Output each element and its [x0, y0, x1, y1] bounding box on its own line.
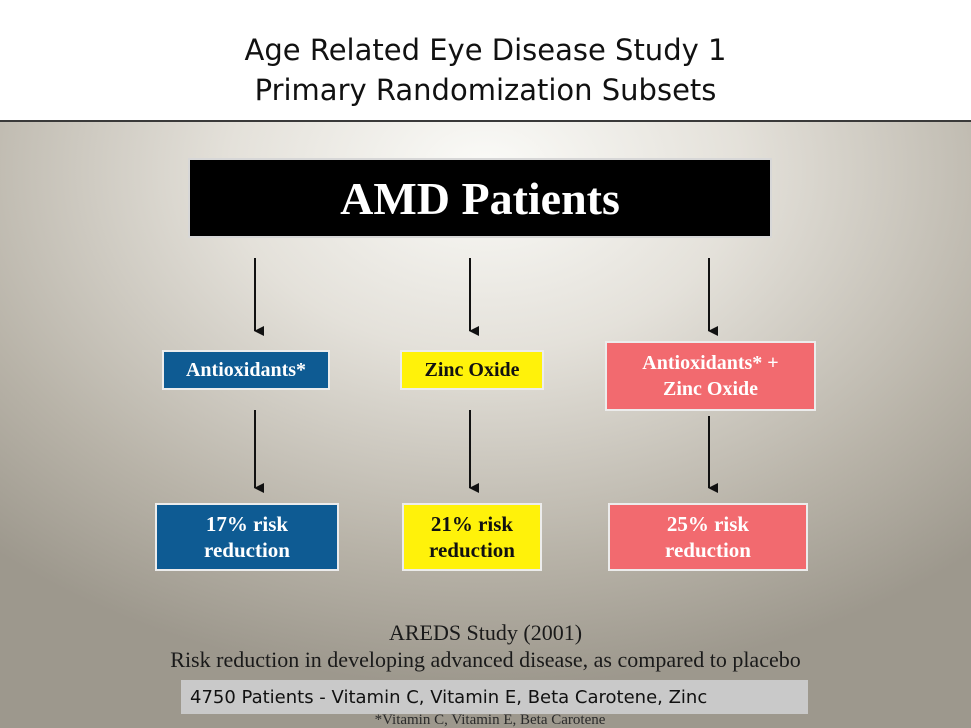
title-divider — [0, 120, 971, 122]
result-combo-label: 25% risk reduction — [665, 512, 751, 562]
slide-title-line1: Age Related Eye Disease Study 1 — [244, 33, 727, 67]
result-antioxidants-label: 17% risk reduction — [204, 512, 290, 562]
caption-study: AREDS Study (2001) — [388, 620, 583, 645]
result-combo: 25% risk reduction — [608, 503, 808, 571]
treatment-zinc-oxide-label: Zinc Oxide — [424, 358, 520, 381]
treatment-zinc-oxide: Zinc Oxide — [400, 350, 544, 390]
result-antioxidants: 17% risk reduction — [155, 503, 339, 571]
root-node-amd-patients: AMD Patients — [188, 158, 772, 238]
result-zinc-label: 21% risk reduction — [429, 512, 515, 562]
treatment-antioxidants-plus-zinc: Antioxidants* + Zinc Oxide — [605, 341, 816, 411]
treatment-antioxidants: Antioxidants* — [162, 350, 330, 390]
slide-title-line2: Primary Randomization Subsets — [254, 73, 717, 107]
result-zinc-oxide: 21% risk reduction — [402, 503, 542, 571]
caption-description: Risk reduction in developing advanced di… — [170, 647, 801, 672]
footnote-underlying-text: *Vitamin C, Vitamin E, Beta Carotene — [374, 712, 606, 728]
slide-title-area: Age Related Eye Disease Study 1 Primary … — [0, 0, 971, 120]
treatment-combo-label: Antioxidants* + Zinc Oxide — [642, 352, 779, 400]
footnote-overlay: 4750 Patients - Vitamin C, Vitamin E, Be… — [181, 680, 808, 714]
treatment-antioxidants-label: Antioxidants* — [185, 358, 307, 381]
